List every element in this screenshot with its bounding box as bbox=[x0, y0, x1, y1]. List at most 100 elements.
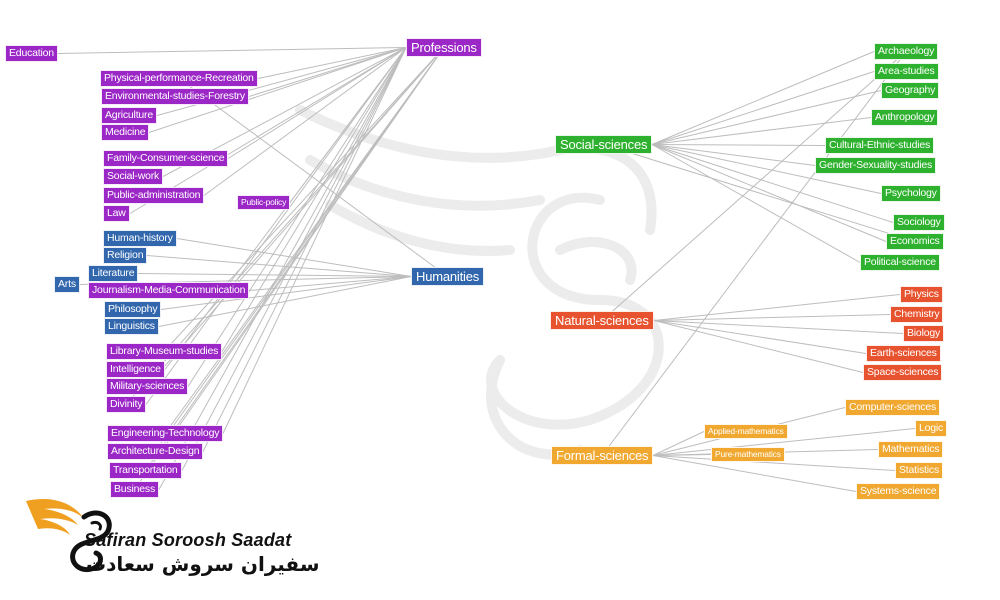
brand-name-english: Safiran Soroosh Saadat bbox=[84, 530, 292, 550]
node-public-administration: Public-administration bbox=[103, 187, 205, 204]
node-chemistry: Chemistry bbox=[890, 306, 944, 323]
edge-node-business bbox=[158, 47, 407, 490]
node-environmental-studies: Environmental-studies-Forestry bbox=[101, 88, 249, 105]
node-architecture-design: Architecture-Design bbox=[107, 443, 204, 460]
edge-node-earth-sciences bbox=[653, 320, 867, 354]
crosslink-node-library-museum-hub-professions bbox=[163, 47, 445, 352]
edge-node-biology bbox=[653, 320, 904, 334]
node-linguistics: Linguistics bbox=[104, 318, 159, 335]
crosslink-node-physical-performance-hub-humanities bbox=[178, 78, 448, 277]
brand-name-persian: سفیران سروش سعادت bbox=[86, 552, 320, 576]
hub-social-sciences: Social-sciences bbox=[555, 135, 653, 154]
node-transportation: Transportation bbox=[109, 462, 182, 479]
node-business: Business bbox=[110, 481, 160, 498]
edge-node-religion bbox=[146, 255, 412, 277]
node-gender-sexuality: Gender-Sexuality-studies bbox=[815, 157, 937, 174]
crosslink-hub-social-sciences-node-economics bbox=[603, 144, 916, 242]
edge-node-military-sciences bbox=[187, 47, 407, 387]
node-political-science: Political-science bbox=[860, 254, 940, 271]
edge-node-applied-mathematics bbox=[652, 431, 705, 456]
edge-node-family-consumer bbox=[227, 47, 407, 159]
node-geography: Geography bbox=[881, 82, 940, 99]
node-library-museum: Library-Museum-studies bbox=[106, 343, 223, 360]
crosslink-node-business-hub-professions bbox=[134, 47, 445, 490]
node-area-studies: Area-studies bbox=[874, 63, 939, 80]
edge-node-psychology bbox=[651, 144, 882, 194]
node-psychology: Psychology bbox=[881, 185, 941, 202]
edge-node-philosophy bbox=[160, 276, 412, 310]
edge-node-law bbox=[129, 47, 407, 214]
edge-node-political-science bbox=[651, 144, 861, 263]
edge-node-library-museum bbox=[221, 47, 407, 352]
edge-node-space-sciences bbox=[653, 320, 864, 373]
edge-node-medicine bbox=[148, 47, 407, 133]
edge-node-gender-sexuality bbox=[651, 144, 816, 166]
edge-node-chemistry bbox=[653, 314, 891, 321]
edge-node-systems-science bbox=[652, 455, 857, 492]
node-mathematics: Mathematics bbox=[878, 441, 944, 458]
node-physics: Physics bbox=[900, 286, 943, 303]
edge-node-literature bbox=[137, 273, 412, 277]
edge-node-linguistics bbox=[158, 276, 412, 327]
crosslink-hub-natural-sciences-node-archaeology bbox=[601, 51, 907, 321]
edge-node-area-studies bbox=[651, 71, 875, 145]
node-family-consumer: Family-Consumer-science bbox=[103, 150, 229, 167]
brand-logo bbox=[26, 499, 112, 573]
hub-natural-sciences: Natural-sciences bbox=[550, 311, 654, 330]
node-engineering-technology: Engineering-Technology bbox=[107, 425, 224, 442]
node-human-history: Human-history bbox=[103, 230, 177, 247]
edge-node-physical-performance bbox=[257, 47, 407, 79]
edge-node-anthropology bbox=[651, 117, 872, 145]
node-archaeology: Archaeology bbox=[874, 43, 939, 60]
node-philosophy: Philosophy bbox=[104, 301, 162, 318]
node-pure-mathematics: Pure-mathematics bbox=[711, 447, 785, 462]
node-logic: Logic bbox=[915, 420, 948, 437]
node-religion: Religion bbox=[103, 247, 148, 264]
crosslink-node-military-sciences-hub-professions bbox=[146, 47, 445, 387]
node-social-work: Social-work bbox=[103, 168, 164, 185]
node-physical-performance: Physical-performance-Recreation bbox=[100, 70, 258, 87]
node-journalism-media: Journalism-Media-Communication bbox=[88, 282, 250, 299]
node-economics: Economics bbox=[886, 233, 944, 250]
edge-node-public-administration bbox=[203, 47, 407, 196]
node-applied-mathematics: Applied-mathematics bbox=[704, 424, 788, 439]
hub-formal-sciences: Formal-sciences bbox=[551, 446, 654, 465]
crosslink-hub-formal-sciences-node-archaeology bbox=[601, 51, 907, 456]
node-arts: Arts bbox=[54, 276, 80, 293]
node-sociology: Sociology bbox=[893, 214, 945, 231]
edge-node-statistics bbox=[652, 455, 896, 471]
hub-professions: Professions bbox=[406, 38, 482, 57]
node-agriculture: Agriculture bbox=[101, 107, 157, 124]
node-divinity: Divinity bbox=[106, 396, 147, 413]
node-medicine: Medicine bbox=[101, 124, 150, 141]
node-biology: Biology bbox=[903, 325, 945, 342]
hub-humanities: Humanities bbox=[411, 267, 485, 286]
node-systems-science: Systems-science bbox=[856, 483, 941, 500]
edge-node-sociology bbox=[651, 144, 894, 223]
node-cultural-ethnic: Cultural-Ethnic-studies bbox=[825, 137, 935, 154]
edge-node-transportation bbox=[181, 47, 407, 471]
edge-node-engineering-technology bbox=[222, 47, 407, 434]
node-space-sciences: Space-sciences bbox=[863, 364, 943, 381]
node-literature: Literature bbox=[88, 265, 139, 282]
node-earth-sciences: Earth-sciences bbox=[866, 345, 941, 362]
node-computer-sciences: Computer-sciences bbox=[845, 399, 941, 416]
edge-node-logic bbox=[652, 428, 916, 456]
edge-node-architecture-design bbox=[202, 47, 407, 452]
edge-node-physics bbox=[653, 294, 901, 321]
edge-node-cultural-ethnic bbox=[651, 144, 826, 146]
node-anthropology: Anthropology bbox=[871, 109, 939, 126]
node-education: Education bbox=[5, 45, 58, 62]
node-public-policy: Public-policy bbox=[237, 195, 291, 210]
node-statistics: Statistics bbox=[895, 462, 944, 479]
node-military-sciences: Military-sciences bbox=[106, 378, 189, 395]
edge-node-archaeology bbox=[651, 51, 875, 145]
node-law: Law bbox=[103, 205, 130, 222]
edge-node-education bbox=[57, 47, 407, 54]
edge-node-economics bbox=[651, 144, 887, 242]
crosslink-node-architecture-design-hub-professions bbox=[154, 47, 445, 452]
node-intelligence: Intelligence bbox=[106, 361, 165, 378]
edge-node-geography bbox=[651, 90, 882, 145]
